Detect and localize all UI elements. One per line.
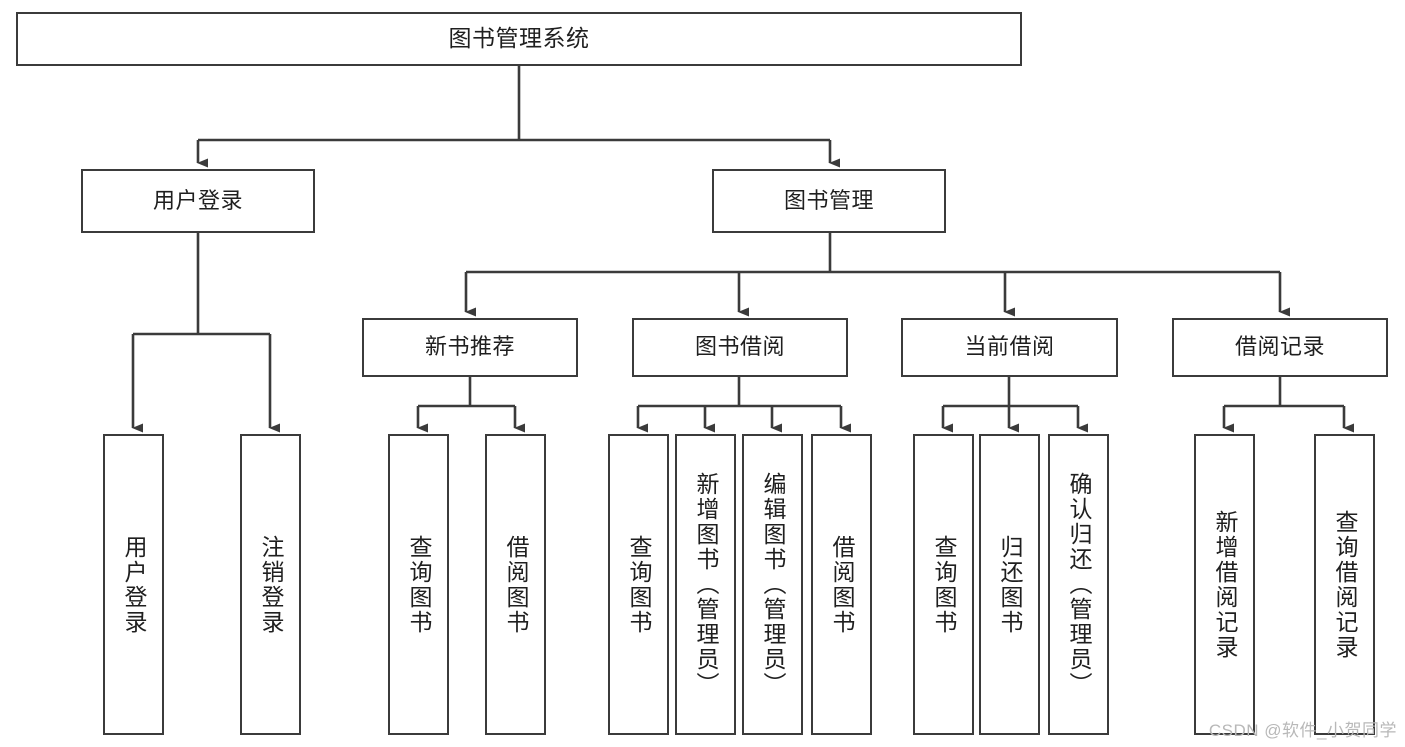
leaf-query-books-borrowing[interactable]: 查询图书 (608, 434, 669, 735)
leaf-query-books-current[interactable]: 查询图书 (913, 434, 974, 735)
node-label: 借阅图书 (829, 534, 855, 635)
leaf-borrow-books-recommendation[interactable]: 借阅图书 (485, 434, 546, 735)
node-label: 编辑图书（管理员） (760, 472, 786, 697)
leaf-confirm-return-admin[interactable]: 确认归还（管理员） (1048, 434, 1109, 735)
leaf-add-book-admin[interactable]: 新增图书（管理员） (675, 434, 736, 735)
node-label: 图书借阅 (694, 334, 785, 360)
node-borrow-records[interactable]: 借阅记录 (1172, 318, 1388, 377)
node-label: 归还图书 (997, 534, 1023, 635)
leaf-add-borrow-record[interactable]: 新增借阅记录 (1194, 434, 1255, 735)
node-new-book-recommendation[interactable]: 新书推荐 (362, 318, 578, 377)
node-label: 新增图书（管理员） (693, 472, 719, 697)
leaf-query-borrow-record[interactable]: 查询借阅记录 (1314, 434, 1375, 735)
node-label: 图书管理 (783, 187, 874, 213)
node-label: 新增借阅记录 (1212, 509, 1238, 660)
node-label: 查询借阅记录 (1332, 509, 1358, 660)
node-label: 图书管理系统 (448, 25, 590, 52)
node-label: 查询图书 (931, 534, 957, 635)
node-book-management[interactable]: 图书管理 (712, 169, 946, 233)
node-label: 当前借阅 (964, 334, 1055, 360)
node-label: 注销登录 (258, 534, 284, 635)
leaf-borrow-books-borrowing[interactable]: 借阅图书 (811, 434, 872, 735)
node-current-borrowing[interactable]: 当前借阅 (901, 318, 1118, 377)
node-label: 查询图书 (406, 534, 432, 635)
node-book-borrowing[interactable]: 图书借阅 (632, 318, 848, 377)
leaf-user-login[interactable]: 用户登录 (103, 434, 164, 735)
leaf-query-books-recommendation[interactable]: 查询图书 (388, 434, 449, 735)
node-label: 确认归还（管理员） (1066, 472, 1092, 697)
node-label: 查询图书 (626, 534, 652, 635)
node-root-book-management-system[interactable]: 图书管理系统 (16, 12, 1022, 66)
node-label: 用户登录 (152, 187, 243, 213)
watermark: CSDN @软件_小贺同学 (1208, 721, 1397, 740)
leaf-edit-book-admin[interactable]: 编辑图书（管理员） (742, 434, 803, 735)
node-label: 借阅记录 (1234, 334, 1325, 360)
node-user-login[interactable]: 用户登录 (81, 169, 315, 233)
leaf-return-books[interactable]: 归还图书 (979, 434, 1040, 735)
node-label: 新书推荐 (424, 334, 515, 360)
node-label: 用户登录 (121, 534, 147, 635)
leaf-logout[interactable]: 注销登录 (240, 434, 301, 735)
node-label: 借阅图书 (503, 534, 529, 635)
